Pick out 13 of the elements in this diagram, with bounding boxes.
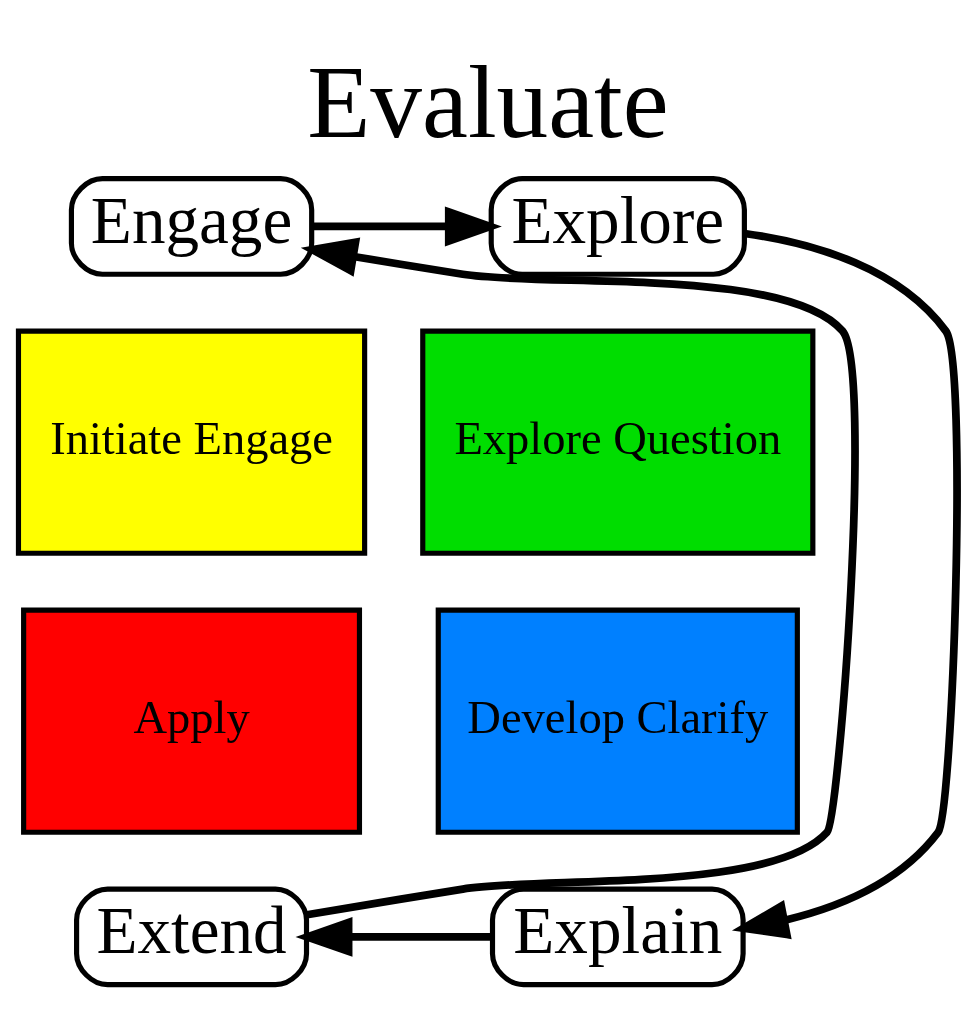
arrow xyxy=(295,916,492,957)
node-box: Explore xyxy=(488,175,747,277)
node-box: Apply xyxy=(21,607,363,835)
node-box: Extend xyxy=(74,886,310,987)
node-box: Engage xyxy=(68,175,315,277)
arrow xyxy=(731,229,961,939)
node-box: Explain xyxy=(489,886,746,987)
node-box: Initiate Engage xyxy=(15,328,368,556)
diagram-title: Evaluate xyxy=(307,44,669,159)
node-box: Explore Question xyxy=(420,328,816,556)
arrow xyxy=(300,236,859,919)
arrow xyxy=(312,206,502,246)
node-box: Develop Clarify xyxy=(435,607,800,835)
